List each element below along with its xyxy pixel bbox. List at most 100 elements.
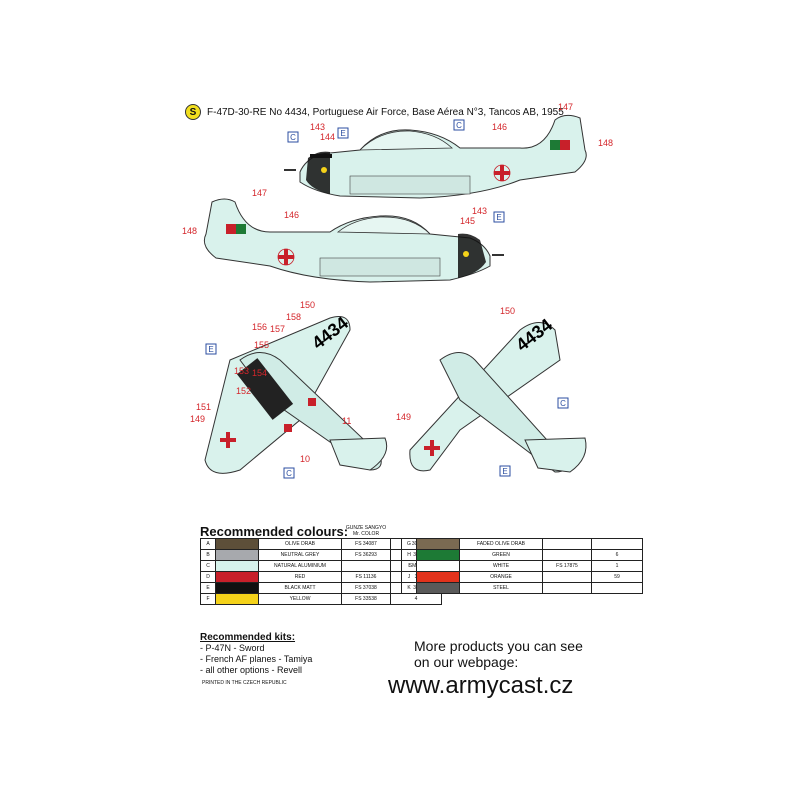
colour-swatch — [416, 549, 460, 561]
colour-row: H GREEN 6 — [401, 549, 643, 561]
callout-number: 158 — [286, 312, 301, 322]
callout-number: 155 — [254, 340, 269, 350]
mr-color-number: 1 — [591, 560, 643, 572]
callout-number: 144 — [320, 132, 335, 142]
printed-note: PRINTED IN THE CZECH REPUBLIC — [202, 680, 287, 686]
callout-number: 148 — [598, 138, 613, 148]
colour-swatch — [416, 538, 460, 550]
fs-number: FS 36293 — [341, 549, 391, 561]
fs-number: FS 33538 — [341, 593, 391, 605]
colour-name: STEEL — [459, 582, 543, 594]
callout-number: 10 — [300, 454, 310, 464]
kits-title: Recommended kits: — [200, 632, 296, 643]
callout-number: 151 — [196, 402, 211, 412]
colour-code: B — [200, 549, 216, 561]
callout-number: 150 — [500, 306, 515, 316]
mr-color-header: GUNZE SANGYO Mr. COLOR — [345, 525, 387, 537]
callout-number: 143 — [310, 122, 325, 132]
profile-header: S F-47D-30-RE No 4434, Portuguese Air Fo… — [185, 104, 564, 120]
fs-number: FS 34087 — [341, 538, 391, 550]
ref-box: E — [502, 467, 507, 476]
callout-number: 143 — [472, 206, 487, 216]
fs-number — [341, 560, 391, 572]
side-view-right — [203, 198, 504, 283]
ref-box: E — [208, 345, 213, 354]
fs-number: FS 11136 — [341, 571, 391, 583]
colour-reference-boxes: C E C E E C C E — [205, 119, 569, 479]
mr-color-number — [591, 582, 643, 594]
colour-swatch — [215, 582, 259, 594]
ref-box: C — [286, 469, 292, 478]
colour-code: E — [200, 582, 216, 594]
colour-code: A — [200, 538, 216, 550]
top-view: 4434 — [204, 313, 388, 474]
fs-number — [542, 549, 592, 561]
mr-color-number: 59 — [591, 571, 643, 583]
callout-number: 148 — [182, 226, 197, 236]
bottom-view: 4434 — [409, 315, 587, 473]
colour-code: F — [200, 593, 216, 605]
colour-name: GREEN — [459, 549, 543, 561]
fs-number: FS 37038 — [341, 582, 391, 594]
colour-row: G FADED OLIVE DRAB — [401, 538, 643, 550]
ref-box: C — [290, 133, 296, 142]
callout-number: 152 — [236, 386, 251, 396]
colour-code: H — [401, 549, 417, 561]
callout-number: 156 — [252, 322, 267, 332]
callout-number: 153 — [234, 366, 249, 376]
colour-swatch — [215, 593, 259, 605]
more-line1: More products you can see — [414, 638, 583, 654]
kit-item: - all other options - Revell — [200, 665, 303, 675]
callout-number: 145 — [460, 216, 475, 226]
kit-item: - P-47N - Sword — [200, 643, 265, 653]
colour-name: NEUTRAL GREY — [258, 549, 342, 561]
colour-code: D — [200, 571, 216, 583]
colour-swatch — [416, 560, 460, 572]
colour-code: G — [401, 538, 417, 550]
kits-block: Recommended kits: - P-47N - Sword - Fren… — [200, 632, 312, 676]
side-view-left — [284, 114, 587, 199]
callout-number: 11 — [342, 416, 351, 426]
callout-number: 149 — [190, 414, 205, 424]
colour-code: K — [401, 582, 417, 594]
colour-code: C — [200, 560, 216, 572]
callout-number: 149 — [396, 412, 411, 422]
fs-number — [542, 538, 592, 550]
fs-number — [542, 571, 592, 583]
callout-number: 146 — [284, 210, 299, 220]
colour-name: OLIVE DRAB — [258, 538, 342, 550]
website-link[interactable]: www.armycast.cz — [388, 672, 574, 699]
colour-swatch — [416, 582, 460, 594]
mr-color-number: 4 — [390, 593, 442, 605]
colour-name: YELLOW — [258, 593, 342, 605]
colour-code: J — [401, 571, 417, 583]
fs-number: FS 17875 — [542, 560, 592, 572]
fs-number — [542, 582, 592, 594]
colour-code: I — [401, 560, 417, 572]
colour-swatch — [416, 571, 460, 583]
callout-numbers: 143 144 146 147 148 147 148 146 145 143 … — [182, 102, 613, 464]
colour-swatch — [215, 538, 259, 550]
aircraft-drawings: 4434 4434 143 144 146 147 148 147 148 14… — [182, 102, 613, 479]
callout-number: 150 — [300, 300, 315, 310]
more-products: More products you can see on our webpage… — [414, 638, 583, 670]
colour-swatch — [215, 571, 259, 583]
mr-color-number: 6 — [591, 549, 643, 561]
ref-box: C — [560, 399, 566, 408]
scheme-badge: S — [185, 104, 201, 120]
more-line2: on our webpage: — [414, 654, 519, 670]
callout-number: 147 — [558, 102, 573, 112]
colour-row: K STEEL — [401, 582, 643, 594]
callout-number: 147 — [252, 188, 267, 198]
callout-number: 146 — [492, 122, 507, 132]
kit-item: - French AF planes - Tamiya — [200, 654, 313, 664]
colour-name: WHITE — [459, 560, 543, 572]
colour-name: BLACK MATT — [258, 582, 342, 594]
ref-box: E — [340, 129, 345, 138]
colour-name: FADED OLIVE DRAB — [459, 538, 543, 550]
colours-title: Recommended colours: — [200, 524, 349, 539]
